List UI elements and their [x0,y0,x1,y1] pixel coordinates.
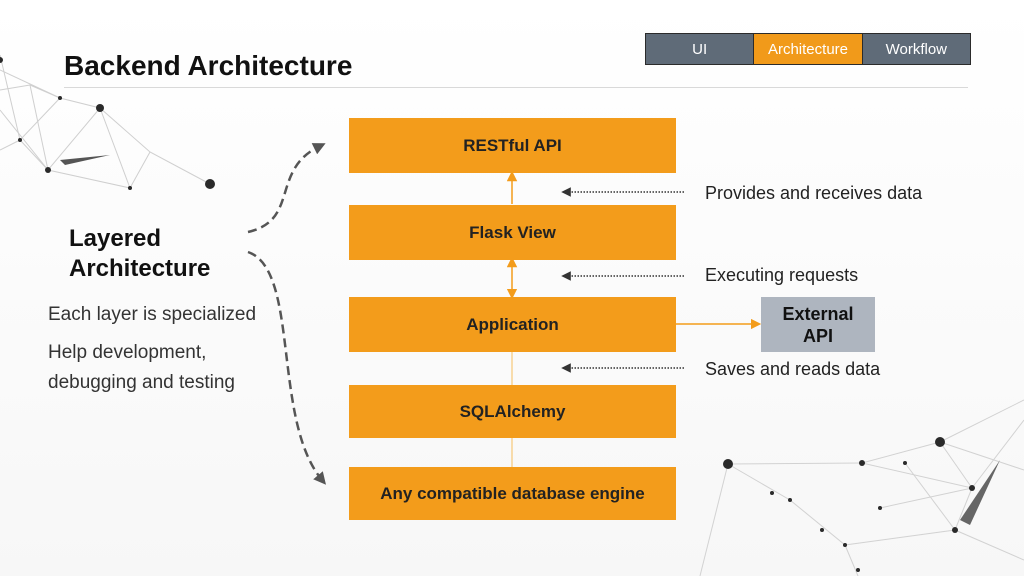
tab-workflow[interactable]: Workflow [862,34,970,64]
page-title: Backend Architecture [64,50,353,81]
external-api-line2: API [802,325,833,346]
layer-database-engine: Any compatible database engine [349,467,676,520]
heading-line2: Architecture [69,255,211,282]
external-api-box: External API [761,297,875,352]
annotation-executing-requests: Executing requests [705,265,859,285]
layer-flask-view: Flask View [349,205,676,260]
point-specialized: Each layer is specialized [48,304,257,325]
heading-line1: Layered [69,225,162,252]
layer-restful-api: RESTful API [349,118,676,173]
layer-sqlalchemy: SQLAlchemy [349,385,676,438]
title-divider [64,87,968,88]
point-help-line1: Help development, [48,342,207,363]
annotation-provides-receives: Provides and receives data [705,183,923,203]
external-api-line1: External [782,303,854,324]
point-help-line2: debugging and testing [48,372,235,393]
tab-architecture[interactable]: Architecture [754,34,863,64]
curved-arrow-bottom [247,250,326,485]
curved-arrow-top [247,143,326,234]
layered-architecture-heading: Layered Architecture [69,224,210,284]
annotation-saves-reads: Saves and reads data [705,359,881,379]
section-tabs: UI Architecture Workflow [645,33,971,65]
tab-ui[interactable]: UI [646,34,755,64]
layer-application: Application [349,297,676,352]
